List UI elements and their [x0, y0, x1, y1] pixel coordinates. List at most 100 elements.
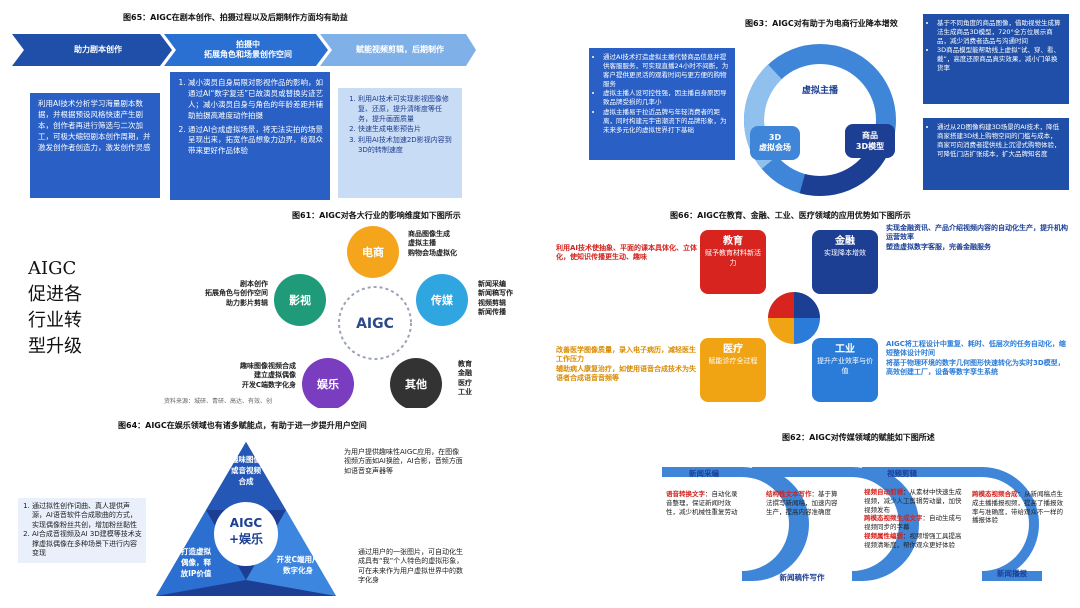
fig63-title: 图63：AIGC对有助于为电商行业降本增效 — [745, 19, 898, 28]
fig61-ecommerce-items: 商品图像生成 虚拟主播 购物会场虚拟化 — [408, 230, 457, 258]
fig61-footer: 资料来源：城研、青研、高达、有效、创 — [164, 398, 273, 405]
fig65-col1-text: 利用AI技术分析学习海量剧本数据，并根据预设风格快速产生剧本，创作者再进行筛选与… — [30, 93, 160, 198]
fig61-node-film: 影视 — [274, 274, 326, 326]
fig64-center-line: AIGC — [229, 516, 263, 530]
fig66-quad-med-sub: 赋能诊疗全过程 — [708, 357, 758, 365]
fig62-flow-path — [662, 467, 1042, 581]
fig63-rings — [744, 44, 896, 196]
fig66-edu-item: 利用AI技术使抽象、平面的课本具体化、立体化，使知识传播更生动、趣味 — [556, 244, 698, 262]
fig66-quad-edu-sub: 赋予教育材料新活力 — [705, 249, 761, 267]
fig62-label-3: 视频剪辑 — [887, 468, 917, 478]
fig62-col4-body: ：从新闻稿点生成主播播报视频，提高了播报效率与准确度，带给观众不一样的播报体验 — [972, 490, 1063, 525]
fig64-center-line: +娱乐 — [228, 531, 264, 546]
fig66-edu-items: 利用AI技术使抽象、平面的课本具体化、立体化，使知识传播更生动、趣味 — [556, 244, 706, 263]
fig66-fin-items: 实现金融资讯、产品介绍视频内容的自动化生产，提升机构运营效率 塑造虚拟数字客服，… — [886, 224, 1068, 252]
fig62-col1: 语音转换文字：自动化录音整理，保证新闻时效性，减少机械性重复劳动 — [666, 490, 742, 516]
fig63-right-bottom: 通过从2D图像构建3D场景的AI技术，降低商家搭建3D线上购物空间的门槛与成本，… — [923, 118, 1069, 190]
fig66-med-items: 改善医学图像质量，录入电子病历，减轻医生工作压力 辅助病人康复治疗，如使用语音合… — [556, 346, 700, 384]
fig64-segment-left: 打造虚拟 偶像，释 放IP价值 — [180, 547, 212, 578]
side-label-line: AIGC — [28, 258, 77, 279]
fig66-title: 图66：AIGC在教育、金融、工业、医疗领域的应用优势如下图所示 — [670, 211, 911, 220]
fig62-col3-body: ：自动生成与视频同步的字幕 — [864, 514, 962, 532]
fig65-chevron-2: 拍摄中 拓展角色和场景创作空间 — [204, 40, 292, 59]
fig65-col3-item: 快速生成电影预告片 — [358, 124, 454, 134]
fig64-left-item: 通过拟性创作词曲、真人提供声源，AI语音软件合成歌曲的方式，实现偶像粉丝共创，增… — [32, 502, 142, 530]
fig64-right-top: 为用户提供趣味性AIGC应用，在图像视频方面如AI换脸，AI合影，音频方面如语音… — [344, 448, 463, 475]
fig65-col2-item: 减小演员自身局限对影视作品的影响，如通过AI“数字复活”已故演员或替换劣迹艺人；… — [188, 78, 324, 122]
fig61-center: AIGC — [356, 316, 394, 332]
fig63-ring-label-2: 3D 虚拟会场 — [750, 126, 800, 160]
fig61-ecommerce-item: 虚拟主播 — [408, 239, 436, 248]
fig63-right-top: 基于不同角度的商品图像，借助视觉生成算法生成商品3D模型，720°全方位展示商品… — [923, 14, 1069, 104]
fig62-col1-head: 语音转换文字 — [666, 490, 705, 498]
fig61-other-item: 教育 — [458, 360, 472, 368]
fig66-quad-med-name: 医疗 — [723, 344, 743, 355]
fig66-quad-ind-sub: 提升产业效率与价值 — [817, 357, 873, 375]
fig62-col3-entry: 视频自动剪辑：从素材中快速生成视频，减少人工剪辑劳动量，加快视频发布 — [864, 488, 964, 514]
fig66-ind-item: 将基于物理环境的数字几何图形快速转化为实时3D模型，高效创建工厂，设备等数字孪生… — [886, 358, 1065, 377]
fig66-quad-med: 医疗 赋能诊疗全过程 — [700, 338, 766, 402]
fig66-fin-item: 实现金融资讯、产品介绍视频内容的自动化生产，提升机构运营效率 — [886, 224, 1068, 242]
fig62-col3-entry: 视频属性编辑：视频增强工具提高视频清晰度，帮你观众更好体验 — [864, 532, 964, 550]
fig63-left-item: 虚拟主播易于拉近品牌与年轻消费者的距离，同时构建元宇宙潮流下的品牌形象，为未来多… — [603, 108, 729, 135]
side-label: AIGC 促进各 行业转 型升级 — [28, 256, 82, 360]
fig65-chevron-1: 助力剧本创作 — [74, 45, 122, 55]
fig62-col1-body: ：自动化录音整理，保证新闻时效性，减少机械性重复劳动 — [666, 490, 738, 516]
fig62-col3-head: 视频自动剪辑 — [864, 488, 903, 496]
fig64-right-bottom: 通过用户的一张图片，可自动化生成具有“我”个人特色的虚拟形象，可在未来作为用户虚… — [358, 548, 464, 585]
fig61-film-item: 助力影片剪辑 — [226, 298, 268, 307]
fig61-panel: 图61：AIGC对各大行业的影响维度如下图所示 AIGC 电商 传媒 其他 娱乐… — [162, 208, 542, 408]
fig65-chevron-band — [12, 34, 476, 66]
fig62-title: 图62：AIGC对传媒领域的赋能如下图所述 — [782, 433, 935, 442]
fig61-ent-items: 趣味图像视频合成 建立虚拟偶像 开发C端数字化身 — [192, 362, 296, 390]
fig61-ecommerce-item: 商品图像生成 — [408, 230, 450, 238]
fig61-ent-item: 开发C端数字化身 — [241, 380, 296, 389]
fig61-film-items: 剧本创作 拓展角色与创作空间 助力影片剪辑 — [164, 280, 268, 308]
fig62-label-4: 新闻播报 — [997, 568, 1027, 578]
fig61-title: 图61：AIGC对各大行业的影响维度如下图所示 — [292, 211, 461, 220]
fig61-other-item: 工业 — [458, 388, 472, 397]
fig62-col2: 结构性文本写作：基于算法撰写新闻稿，加速内容生产，提高内容准确度 — [766, 490, 842, 516]
fig61-node-entertainment: 娱乐 — [302, 358, 354, 408]
fig61-ent-item: 建立虚拟偶像 — [254, 371, 296, 380]
fig62-panel: 图62：AIGC对传媒领域的赋能如下图所述 新闻采编 新闻稿件写作 视频剪辑 新… — [642, 430, 1074, 600]
fig61-other-item: 金融 — [458, 369, 472, 378]
fig61-other-items: 教育 金融 医疗 工业 — [458, 360, 472, 398]
fig62-col3-entry: 跨模态视频生成文字：自动生成与视频同步的字幕 — [864, 514, 964, 532]
side-label-line: 行业转 — [28, 310, 82, 331]
fig61-film-item: 剧本创作 — [240, 280, 268, 288]
fig65-col2: 减小演员自身局限对影视作品的影响，如通过AI“数字复活”已故演员或替换劣迹艺人；… — [170, 72, 330, 200]
fig61-node-media: 传媒 — [416, 274, 468, 326]
fig64-segment-right: 开发C端用户 数字化身 — [276, 555, 320, 575]
fig61-media-item: 新闻采编 — [478, 280, 506, 288]
fig64-left-item: AI合成音视频及AI 3D建模等技术支撑虚拟偶像在多种场景下进行内容变现 — [32, 530, 142, 558]
fig66-ind-items: AIGC将工程设计中重复、耗时、低层次的任务自动化，缩短整体设计时间 将基于物理… — [886, 340, 1068, 378]
fig66-quad-fin: 金融 实现降本增效 — [812, 230, 878, 294]
fig66-quad-edu-name: 教育 — [723, 236, 743, 247]
fig62-col3: 视频自动剪辑：从素材中快速生成视频，减少人工剪辑劳动量，加快视频发布 跨模态视频… — [864, 488, 964, 549]
fig61-media-items: 新闻采编 新闻稿写作 视频剪辑 新闻传播 — [478, 280, 513, 318]
fig66-quad-ind: 工业 提升产业效率与价值 — [812, 338, 878, 402]
fig64-center: AIGC +娱乐 — [216, 516, 276, 547]
fig64-panel: 图64：AIGC在娱乐领域也有诸多赋能点，有助于进一步提升用户空间 AIGC +… — [8, 418, 478, 604]
fig65-col3: 利用AI技术可实现影视图像修复、还原，提升清晰度等任务，提升画面质量 快速生成电… — [338, 88, 462, 198]
fig63-ring-label-3: 商品 3D模型 — [845, 124, 895, 158]
fig66-quad-edu: 教育 赋予教育材料新活力 — [700, 230, 766, 294]
fig65-col3-item: 利用AI技术可实现影视图像修复、还原，提升清晰度等任务，提升画面质量 — [358, 94, 454, 124]
fig64-triangle — [156, 442, 336, 596]
fig61-other-item: 医疗 — [458, 378, 472, 387]
fig62-col3-body: ：从素材中快速生成视频，减少人工剪辑劳动量，加快视频发布 — [864, 488, 962, 514]
fig62-label-2: 新闻稿件写作 — [779, 572, 825, 582]
fig66-panel: 图66：AIGC在教育、金融、工业、医疗领域的应用优势如下图所示 利用AI技术使… — [552, 208, 1072, 408]
fig61-node-other: 其他 — [390, 358, 442, 408]
fig61-film-item: 拓展角色与创作空间 — [205, 289, 268, 298]
fig63-right-top-item: 基于不同角度的商品图像，借助视觉生成算法生成商品3D模型，720°全方位展示商品… — [937, 19, 1063, 46]
fig63-left-box: 通过AI技术打造虚拟主播代替商品信息并提供客服服务，可实现直播24小时不间断，为… — [589, 48, 735, 160]
fig66-med-item: 改善医学图像质量，录入电子病历，减轻医生工作压力 — [556, 346, 696, 364]
fig61-media-item: 视频剪辑 — [478, 298, 506, 307]
side-label-line: 促进各 — [28, 284, 82, 305]
fig61-node-ecommerce: 电商 — [347, 226, 399, 278]
fig61-center-ring — [338, 286, 412, 360]
fig63-panel: 图63：AIGC对有助于为电商行业降本增效 通过AI技术打造虚拟主播代替商品信息… — [585, 14, 1073, 204]
fig66-quad-fin-sub: 实现降本增效 — [824, 249, 866, 257]
